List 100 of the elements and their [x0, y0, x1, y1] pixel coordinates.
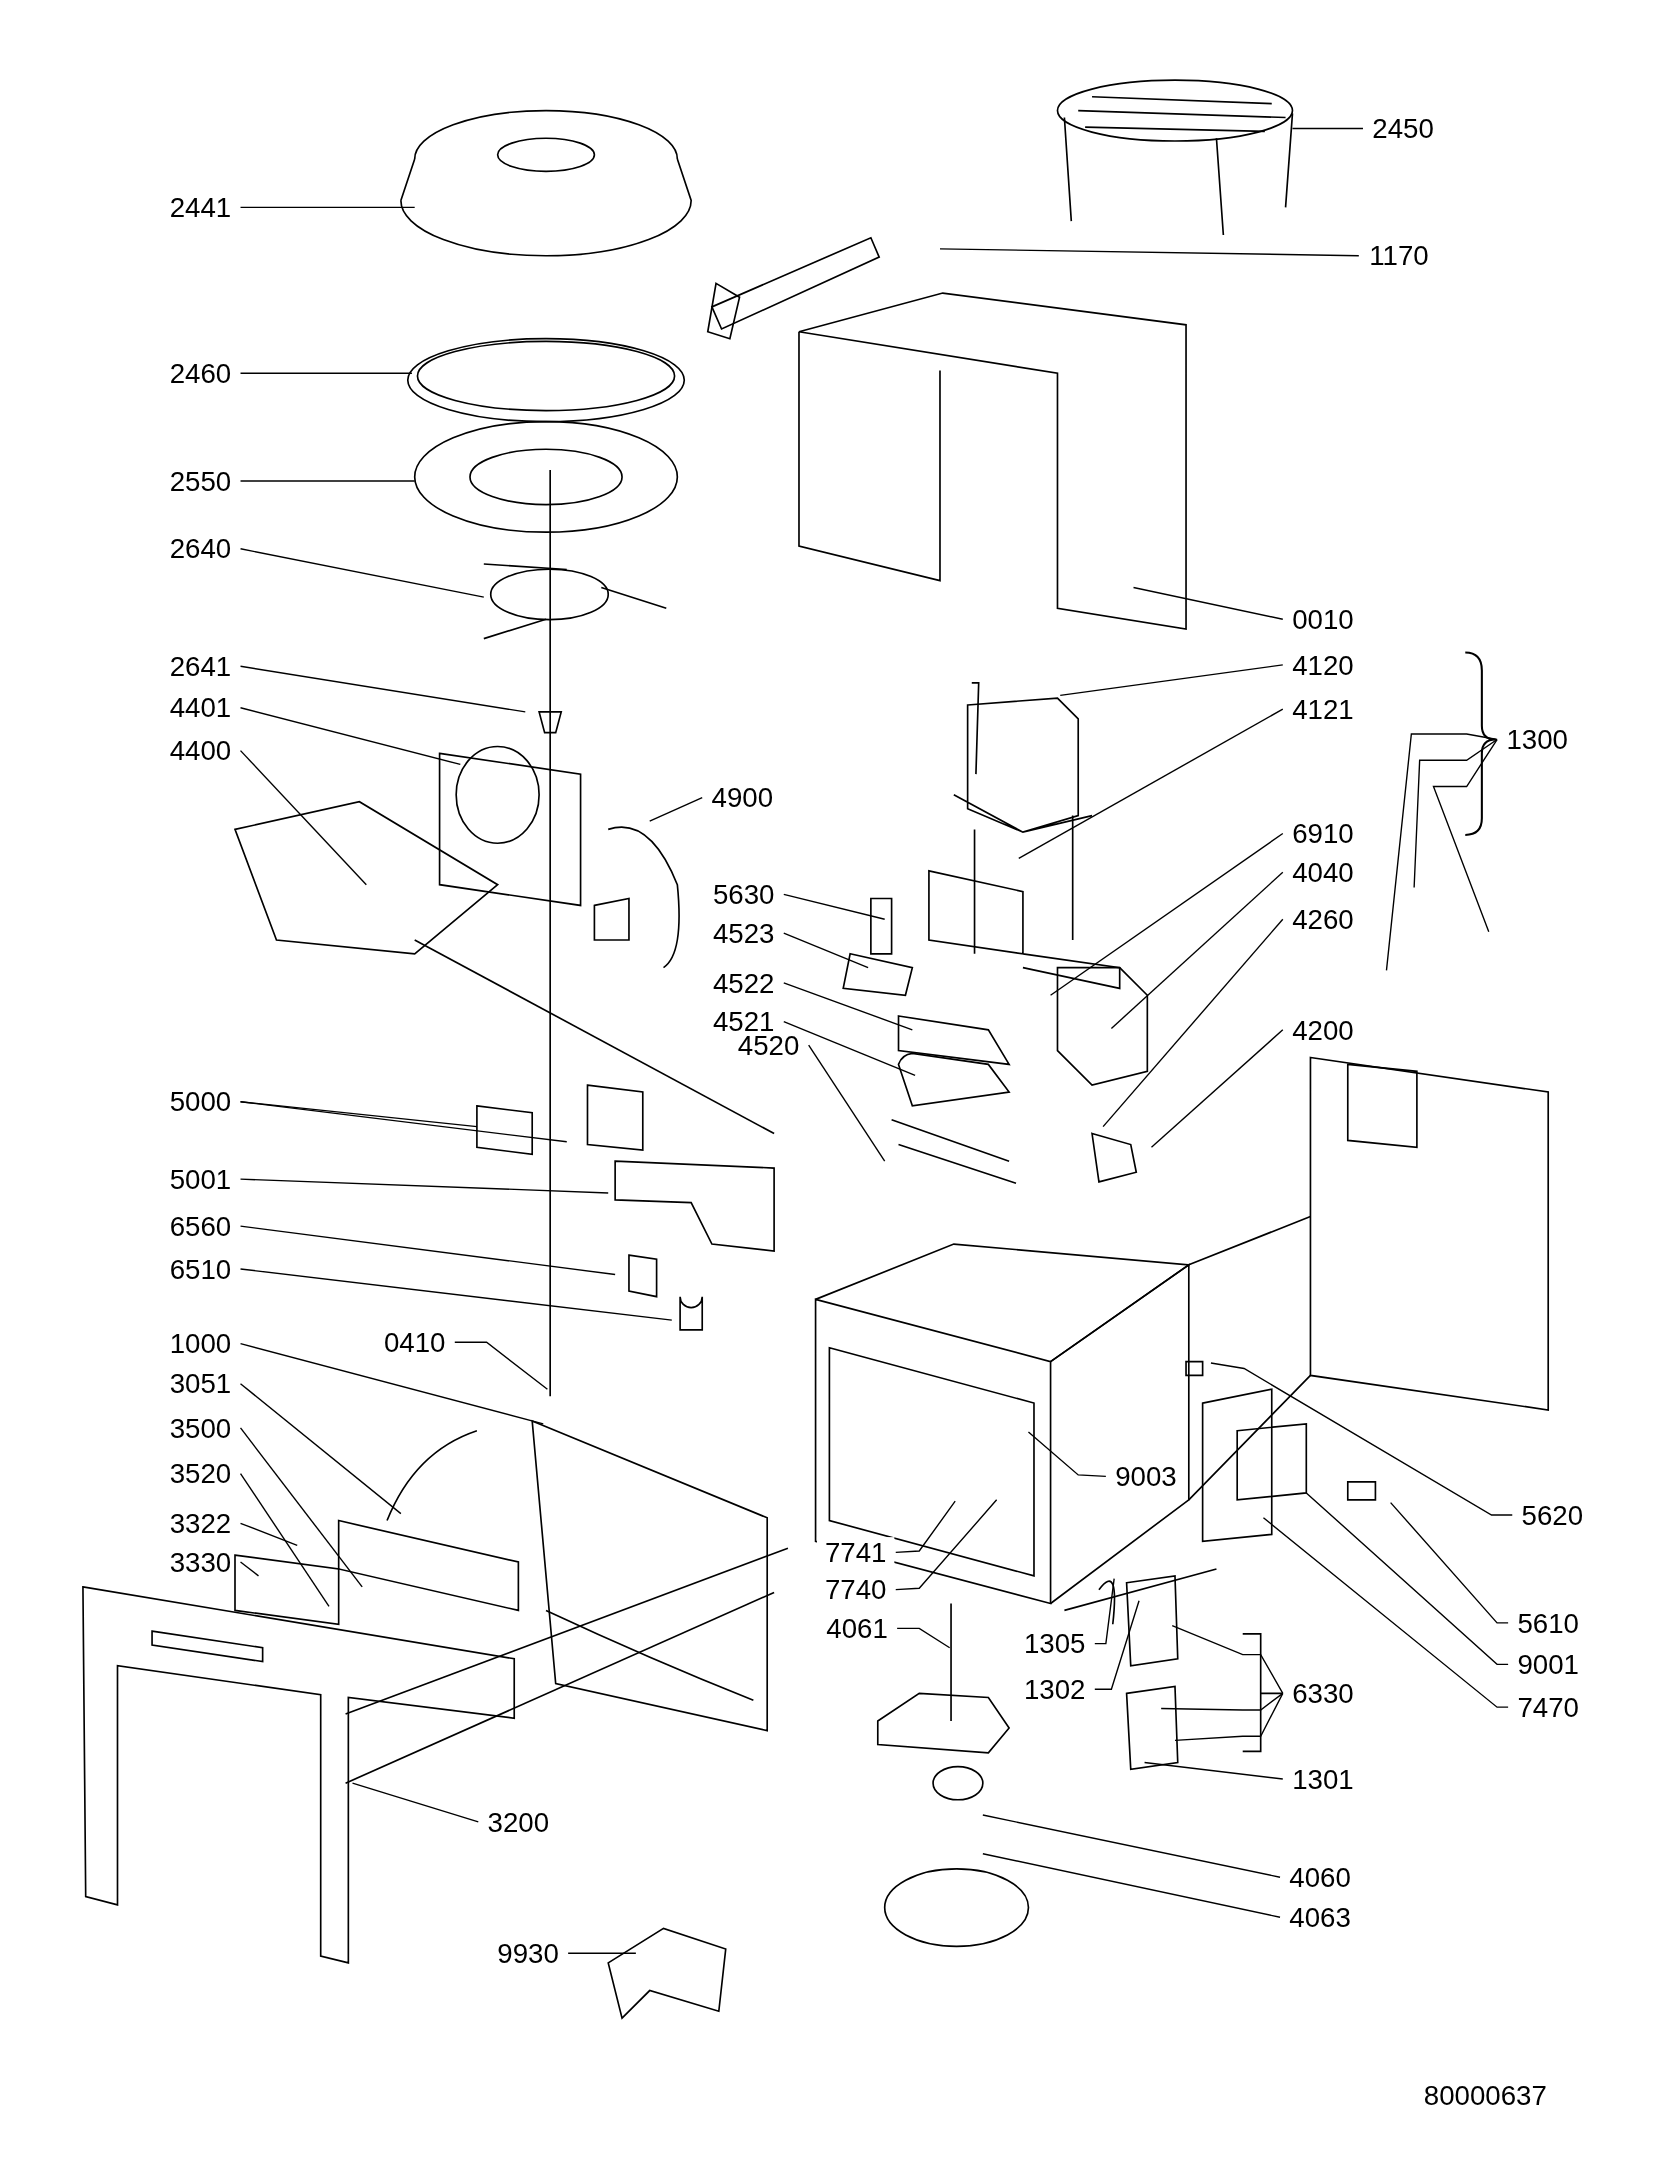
leader-line	[239, 1342, 544, 1425]
callout-number: 4523	[705, 917, 783, 949]
leader-line	[1110, 871, 1284, 1030]
leader-line	[1174, 1692, 1284, 1742]
leader-line	[239, 749, 367, 886]
callout-number: 1300	[1498, 724, 1576, 755]
callout-number: 4040	[1284, 857, 1362, 888]
leader-line	[1413, 738, 1498, 889]
callout-number: 1000	[161, 1328, 240, 1359]
leader-line	[896, 1627, 951, 1649]
callout-number: 0010	[1284, 604, 1362, 635]
callout-number: 5620	[1513, 1499, 1592, 1531]
leader-line	[1171, 1624, 1284, 1695]
callout-number: 4060	[1281, 1862, 1359, 1893]
leader-line	[1160, 1692, 1284, 1711]
callout-number: 3051	[161, 1368, 240, 1399]
leader-line	[1291, 127, 1364, 130]
callout-number: 4521	[705, 1006, 783, 1037]
callout-number: 4120	[1284, 649, 1362, 681]
leader-line	[1150, 1029, 1284, 1148]
leader-line	[1210, 1362, 1513, 1516]
callout-number: 1302	[1016, 1674, 1094, 1705]
leader-line	[649, 796, 703, 822]
callout-number: 3500	[161, 1412, 240, 1444]
leader-line	[939, 248, 1360, 257]
callout-number: 4063	[1281, 1902, 1359, 1933]
leader-line	[239, 1268, 673, 1321]
leader-line	[895, 1499, 998, 1591]
callout-number: 2640	[161, 533, 240, 564]
leader-line	[239, 1427, 363, 1588]
callout-number: 9001	[1509, 1649, 1587, 1680]
callout-number: 1301	[1284, 1763, 1362, 1795]
callout-number: 2441	[161, 192, 240, 223]
leader-line	[239, 480, 416, 482]
callout-number: 2641	[161, 651, 240, 682]
leader-line	[982, 1814, 1281, 1878]
drawing-number: 80000637	[1423, 2080, 1547, 2113]
leader-line	[783, 1020, 916, 1077]
callout-number: 3520	[161, 1458, 240, 1489]
leader-line	[1059, 664, 1284, 696]
leader-line	[1305, 1492, 1509, 1665]
callout-number: 4121	[1284, 693, 1362, 725]
leader-line	[1094, 1600, 1140, 1690]
leader-line	[1027, 1431, 1107, 1477]
callout-number: 5630	[705, 879, 783, 910]
callout-number: 6560	[161, 1210, 240, 1242]
callout-number: 4900	[703, 782, 781, 813]
callout-number: 6330	[1284, 1678, 1362, 1709]
leader-line	[239, 1178, 609, 1194]
leader-line	[982, 1853, 1281, 1918]
callout-number: 2550	[161, 465, 240, 497]
leader-line	[239, 1561, 260, 1577]
leader-line	[1132, 586, 1284, 620]
leader-line	[1094, 1577, 1115, 1645]
callout-number: 4400	[161, 735, 240, 766]
callout-number: 4401	[161, 692, 240, 723]
leader-line	[239, 665, 526, 713]
leader-line	[567, 1952, 637, 1954]
callout-number: 5000	[161, 1086, 240, 1117]
leader-line	[239, 372, 413, 374]
callout-number: 9930	[489, 1938, 567, 1969]
leader-line	[1143, 1761, 1284, 1780]
callout-number: 7470	[1509, 1691, 1587, 1723]
leader-line	[239, 1522, 298, 1547]
leader-line	[1102, 918, 1284, 1128]
leader-line	[239, 1101, 568, 1143]
leader-line	[1018, 708, 1284, 860]
callout-number: 6910	[1284, 818, 1362, 849]
callout-number: 3322	[161, 1508, 240, 1539]
callout-number: 0410	[376, 1327, 454, 1358]
leader-line	[783, 932, 869, 969]
callout-number: 2450	[1364, 113, 1442, 144]
leader-line	[1389, 1501, 1509, 1624]
callout-number: 6510	[161, 1253, 240, 1285]
leader-line	[239, 707, 461, 766]
leader-line	[239, 548, 485, 598]
leader-line	[239, 1472, 330, 1607]
leader-line	[239, 206, 416, 209]
callout-number: 3330	[161, 1546, 240, 1578]
leader-line	[783, 982, 914, 1031]
leader-line	[1385, 733, 1498, 972]
leader-line	[351, 1782, 479, 1823]
leader-line	[239, 1225, 616, 1276]
callout-number: 4200	[1284, 1014, 1362, 1046]
leader-line	[1049, 832, 1284, 996]
leader-line	[783, 893, 886, 920]
callout-number: 4260	[1284, 904, 1362, 935]
leader-line	[454, 1341, 549, 1390]
leader-line	[1432, 738, 1498, 933]
leader-line	[1262, 1517, 1509, 1708]
callout-number: 4522	[705, 967, 783, 999]
callout-number: 9003	[1107, 1461, 1185, 1492]
callout-number: 1170	[1360, 240, 1438, 271]
callout-number: 2460	[161, 358, 240, 389]
callout-number: 3200	[479, 1806, 558, 1838]
leader-line	[807, 1044, 886, 1162]
callout-number: 1305	[1016, 1628, 1094, 1659]
leader-line	[239, 1383, 402, 1515]
leader-line	[895, 1500, 956, 1554]
callout-number: 5610	[1509, 1607, 1587, 1639]
